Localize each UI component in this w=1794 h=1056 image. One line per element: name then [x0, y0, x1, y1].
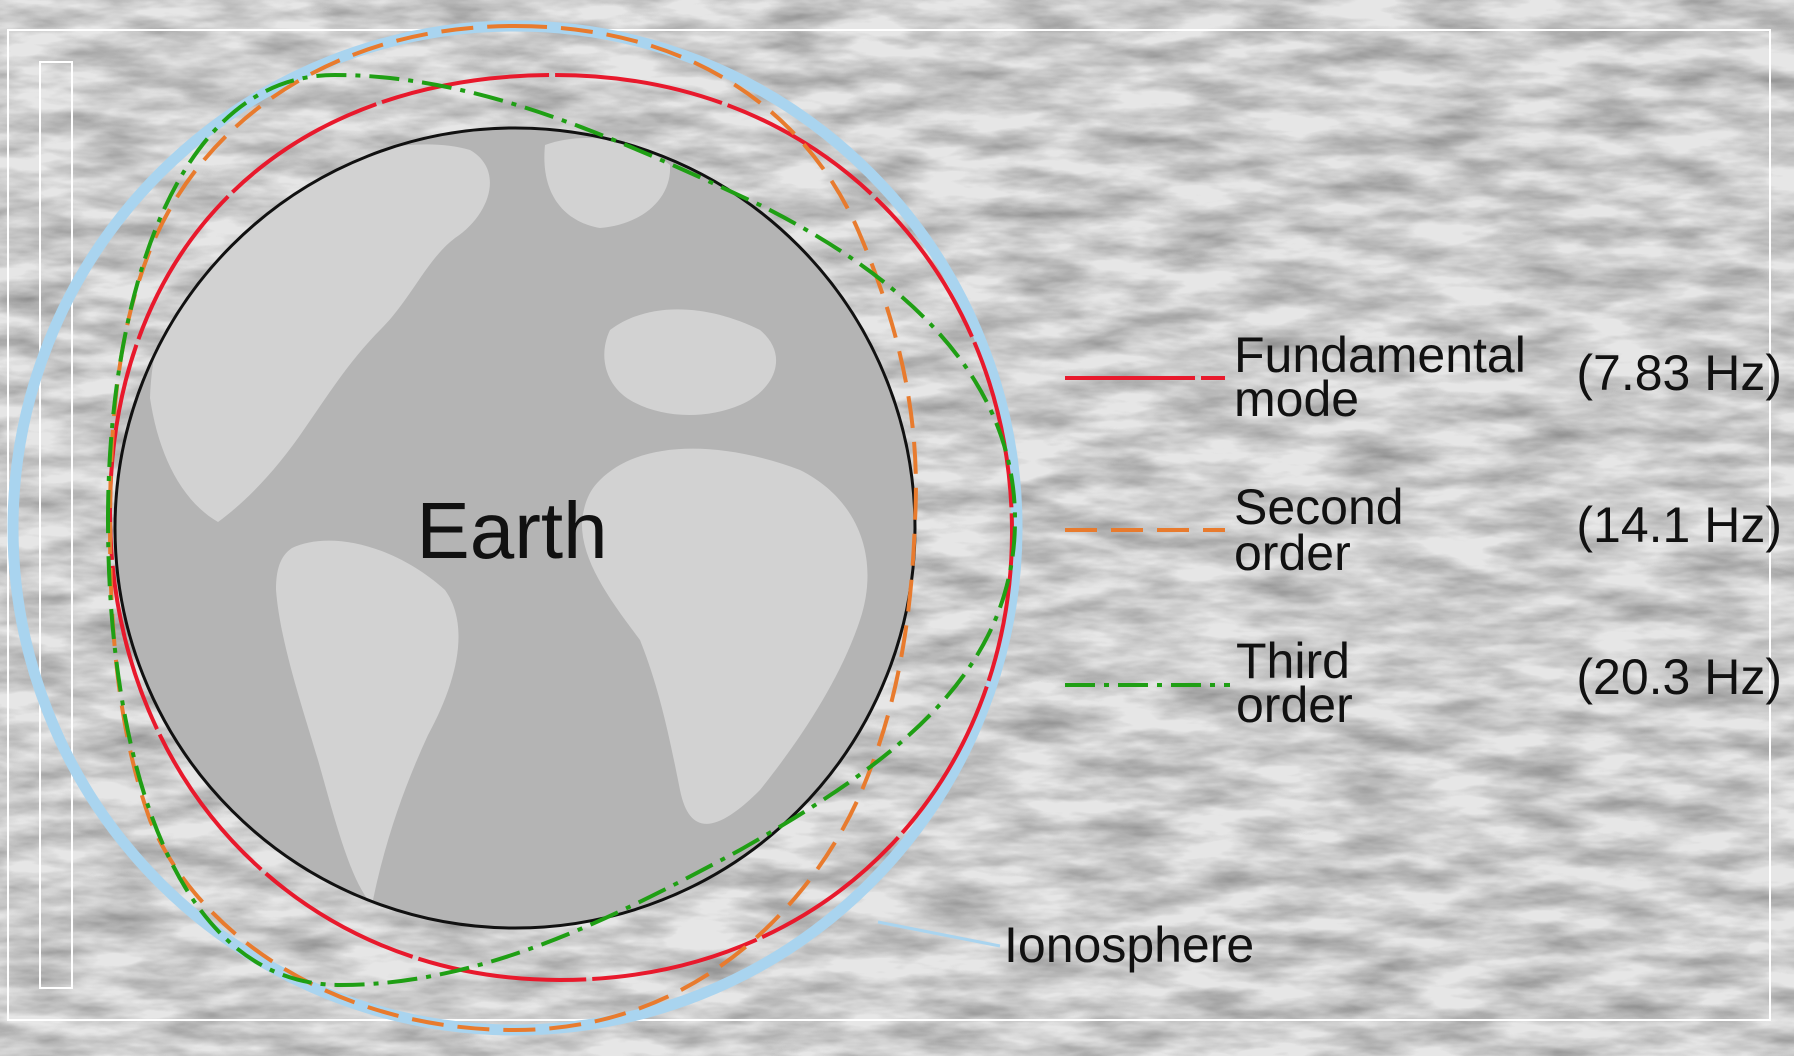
- legend-label-line2: order: [1234, 525, 1351, 581]
- side-panel: [39, 61, 73, 989]
- earth-globe: [113, 126, 917, 930]
- legend-frequency: (20.3 Hz): [1576, 649, 1782, 705]
- legend-item-second: Second order (14.1 Hz): [1065, 479, 1782, 581]
- legend-label-line2: mode: [1234, 371, 1359, 427]
- legend-label-line1: Second: [1234, 479, 1404, 535]
- legend-label-line2: order: [1236, 677, 1353, 733]
- legend-label-line1: Third: [1236, 633, 1350, 689]
- legend: Fundamental mode (7.83 Hz) Second order …: [1065, 327, 1782, 733]
- legend-item-third: Third order (20.3 Hz): [1065, 633, 1782, 733]
- legend-frequency: (7.83 Hz): [1576, 345, 1782, 401]
- earth-label: Earth: [416, 486, 607, 575]
- legend-item-fundamental: Fundamental mode (7.83 Hz): [1065, 327, 1782, 427]
- ionosphere-leader-line: [877, 920, 1001, 948]
- legend-frequency: (14.1 Hz): [1576, 497, 1782, 553]
- fundamental-mode-curve: [107, 72, 1015, 983]
- legend-label-line1: Fundamental: [1234, 327, 1526, 383]
- third-order-curve: [105, 72, 1018, 988]
- ionosphere-label: Ionosphere: [1004, 917, 1254, 973]
